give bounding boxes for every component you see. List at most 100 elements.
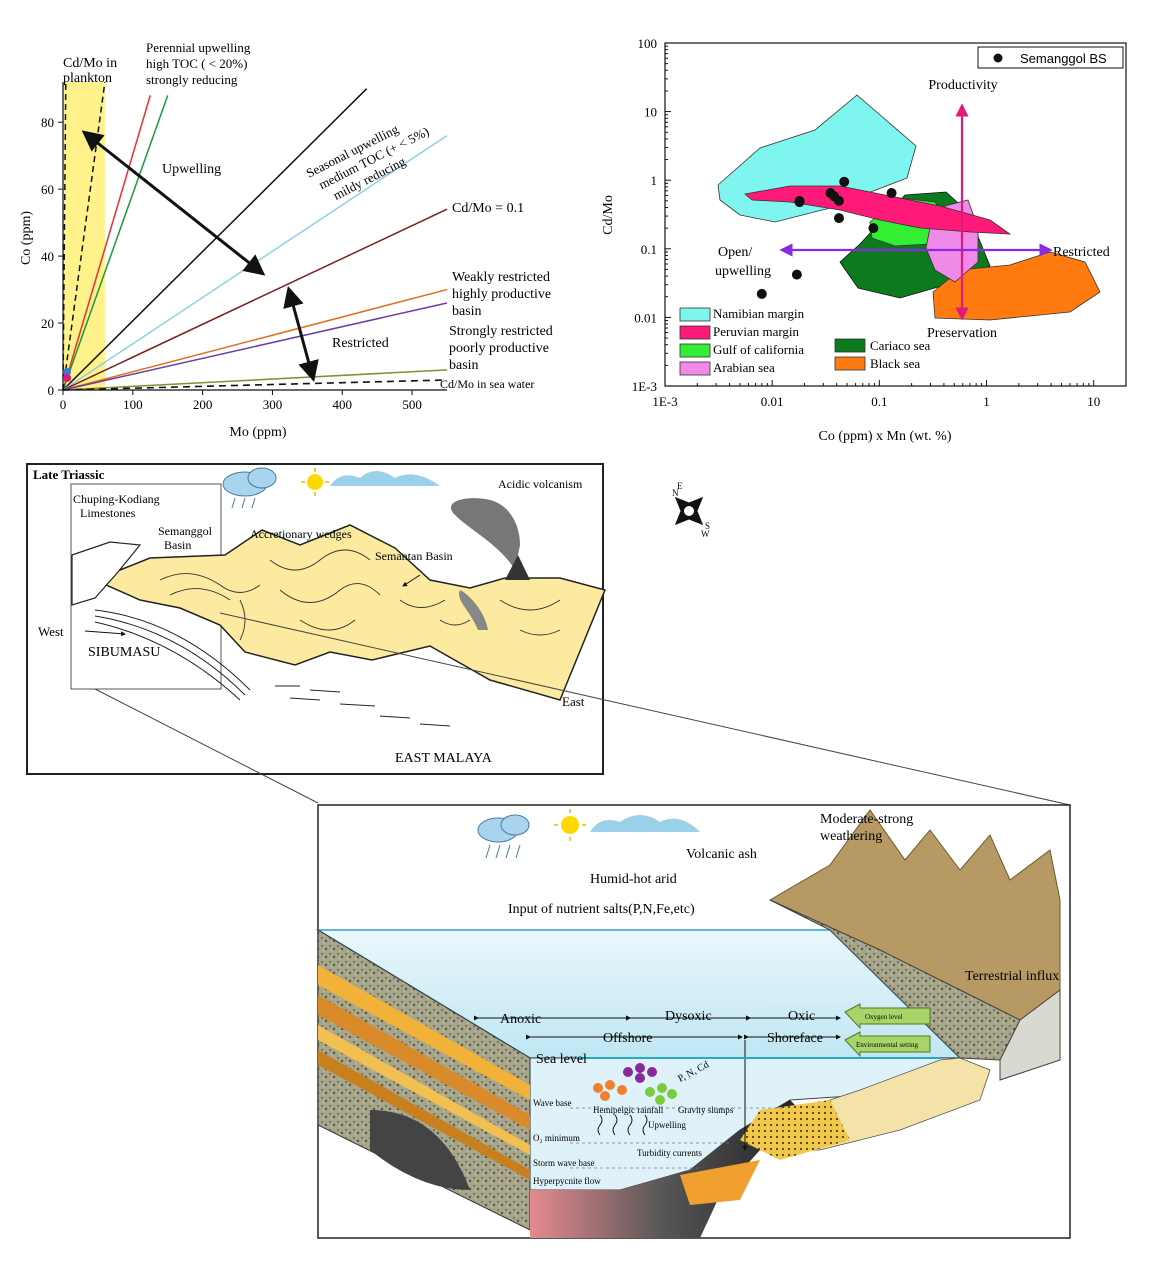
origin-point [63, 368, 71, 376]
x-tick-label: 0.1 [871, 394, 887, 409]
oxygen-level-arrow [844, 1003, 931, 1030]
zoom-connector [94, 688, 319, 804]
data-point [868, 223, 879, 234]
legend-swatch [834, 338, 866, 353]
sibumasu-label: SIBUMASU [88, 645, 160, 660]
series-line-5 [62, 288, 448, 391]
data-point [839, 176, 850, 187]
rainfall-squiggles [597, 1114, 648, 1136]
zoom-connector [219, 612, 1071, 806]
legend-box [977, 46, 1124, 69]
dysoxic-label: Dysoxic [665, 1009, 712, 1024]
fold-lines [159, 549, 561, 641]
data-point [756, 288, 767, 299]
offshore-label: Offshore [603, 1031, 653, 1046]
ratio-label: Cd/Mo = 0.1 [452, 201, 524, 216]
y-tick-label: 0.1 [641, 242, 657, 257]
legend-gulf: Gulf of california [713, 342, 804, 357]
legend-semanggol: Semanggol BS [1020, 51, 1107, 66]
late-triassic-panel: N S E W Late Triassic Chuping-Kodiang Li… [26, 463, 710, 775]
east-malaya-label: EAST MALAYA [395, 751, 493, 766]
legend-swatch [679, 361, 711, 376]
x-tick-label: 100 [123, 397, 143, 412]
semanggol-points [756, 176, 897, 299]
wave-base-label: Wave base [533, 1098, 572, 1108]
y-tick-label: 100 [638, 36, 658, 51]
upwelling-arrow [81, 130, 266, 276]
strongly-label: Strongly restricted [449, 324, 553, 339]
data-point [886, 188, 897, 199]
legend-cariaco: Cariaco sea [870, 338, 931, 353]
depositional-model-panel: Moderate-strong weathering Volcanic ash … [315, 804, 1071, 1239]
x-tick-label: 400 [333, 397, 353, 412]
perennial-label: high TOC ( < 20%) [146, 56, 247, 71]
strongly-label: basin [449, 358, 479, 373]
seawater-label: Cd/Mo in sea water [440, 377, 534, 391]
o2-label: O₂ minimum [533, 1133, 580, 1143]
nutrient-label: Input of nutrient salts(P,N,Fe,etc) [508, 902, 695, 917]
open-label: Open/ [718, 245, 752, 260]
series-line-7 [62, 369, 448, 391]
compass-n: N [672, 488, 679, 498]
series-line-2 [62, 88, 368, 391]
legend-swatch [679, 343, 711, 358]
acidic-label: Acidic volcanism [498, 477, 583, 491]
west-arrow [84, 630, 126, 637]
weakly-label: Weakly restricted [452, 270, 550, 285]
legend-swatch [679, 325, 711, 340]
y-tick-label: 80 [41, 115, 54, 130]
restricted-label: Restricted [332, 336, 389, 351]
x-tick-label: 300 [263, 397, 283, 412]
seawater-dashed-line [62, 379, 448, 391]
y-tick-label: 0 [48, 383, 55, 398]
y-tick-label: 0.01 [634, 310, 657, 325]
x-axis-label: Co (ppm) x Mn (wt. %) [819, 429, 952, 444]
shoreface-label: Shoreface [767, 1031, 823, 1046]
basin-floor [530, 1100, 800, 1238]
legend-swatch [679, 307, 711, 322]
legend-black: Black sea [870, 356, 920, 371]
y-axis-label: Cd/Mo [601, 195, 616, 235]
plankton-label: plankton [63, 71, 112, 86]
sun-icon [554, 809, 586, 841]
y-tick-label: 1 [651, 173, 658, 188]
data-point [833, 213, 844, 224]
oxygen-label: Oxygen level [865, 1013, 903, 1021]
environment-label: Environmental setting [856, 1041, 919, 1049]
x-tick-label: 0.01 [761, 394, 784, 409]
accretionary-label: Accretionary wedges [250, 527, 352, 541]
series-line-4 [62, 208, 448, 391]
y-tick-label: 40 [41, 249, 54, 264]
sun-icon [301, 468, 329, 496]
cloud-icon [330, 471, 440, 486]
land-front [999, 989, 1061, 1081]
turbidite-fan [680, 1160, 760, 1205]
perennial-label: strongly reducing [146, 72, 238, 87]
x-tick-label: 200 [193, 397, 213, 412]
compass-e: E [677, 481, 683, 491]
panel-title: Late Triassic [33, 467, 105, 482]
legend-peruvian: Peruvian margin [713, 324, 800, 339]
chuping-label: Chuping-Kodiang [73, 492, 160, 506]
plankton-blobs [593, 1063, 677, 1105]
basin-belt [93, 524, 607, 701]
legend-marker [993, 53, 1003, 63]
restricted-label: Restricted [1053, 245, 1110, 260]
legend-arabian: Arabian sea [713, 360, 775, 375]
upwelling-label: Upwelling [162, 162, 221, 177]
chuping-limestone [71, 541, 142, 606]
ash-plume-small [459, 590, 488, 630]
cloud-icon [590, 815, 700, 832]
west-label: West [38, 624, 64, 639]
y-axis-label: Co (ppm) [19, 211, 34, 265]
weakly-label: basin [452, 304, 482, 319]
x-axis-label: Mo (ppm) [229, 425, 287, 440]
hemipelagic-label: Hemipelgic rainfall [593, 1105, 664, 1115]
sea-level-label: Sea level [536, 1052, 587, 1067]
upwelling-label: Upwelling [648, 1120, 686, 1130]
weathering-label: weathering [820, 829, 882, 844]
x-tick-label: 500 [402, 397, 422, 412]
data-point [794, 197, 805, 208]
